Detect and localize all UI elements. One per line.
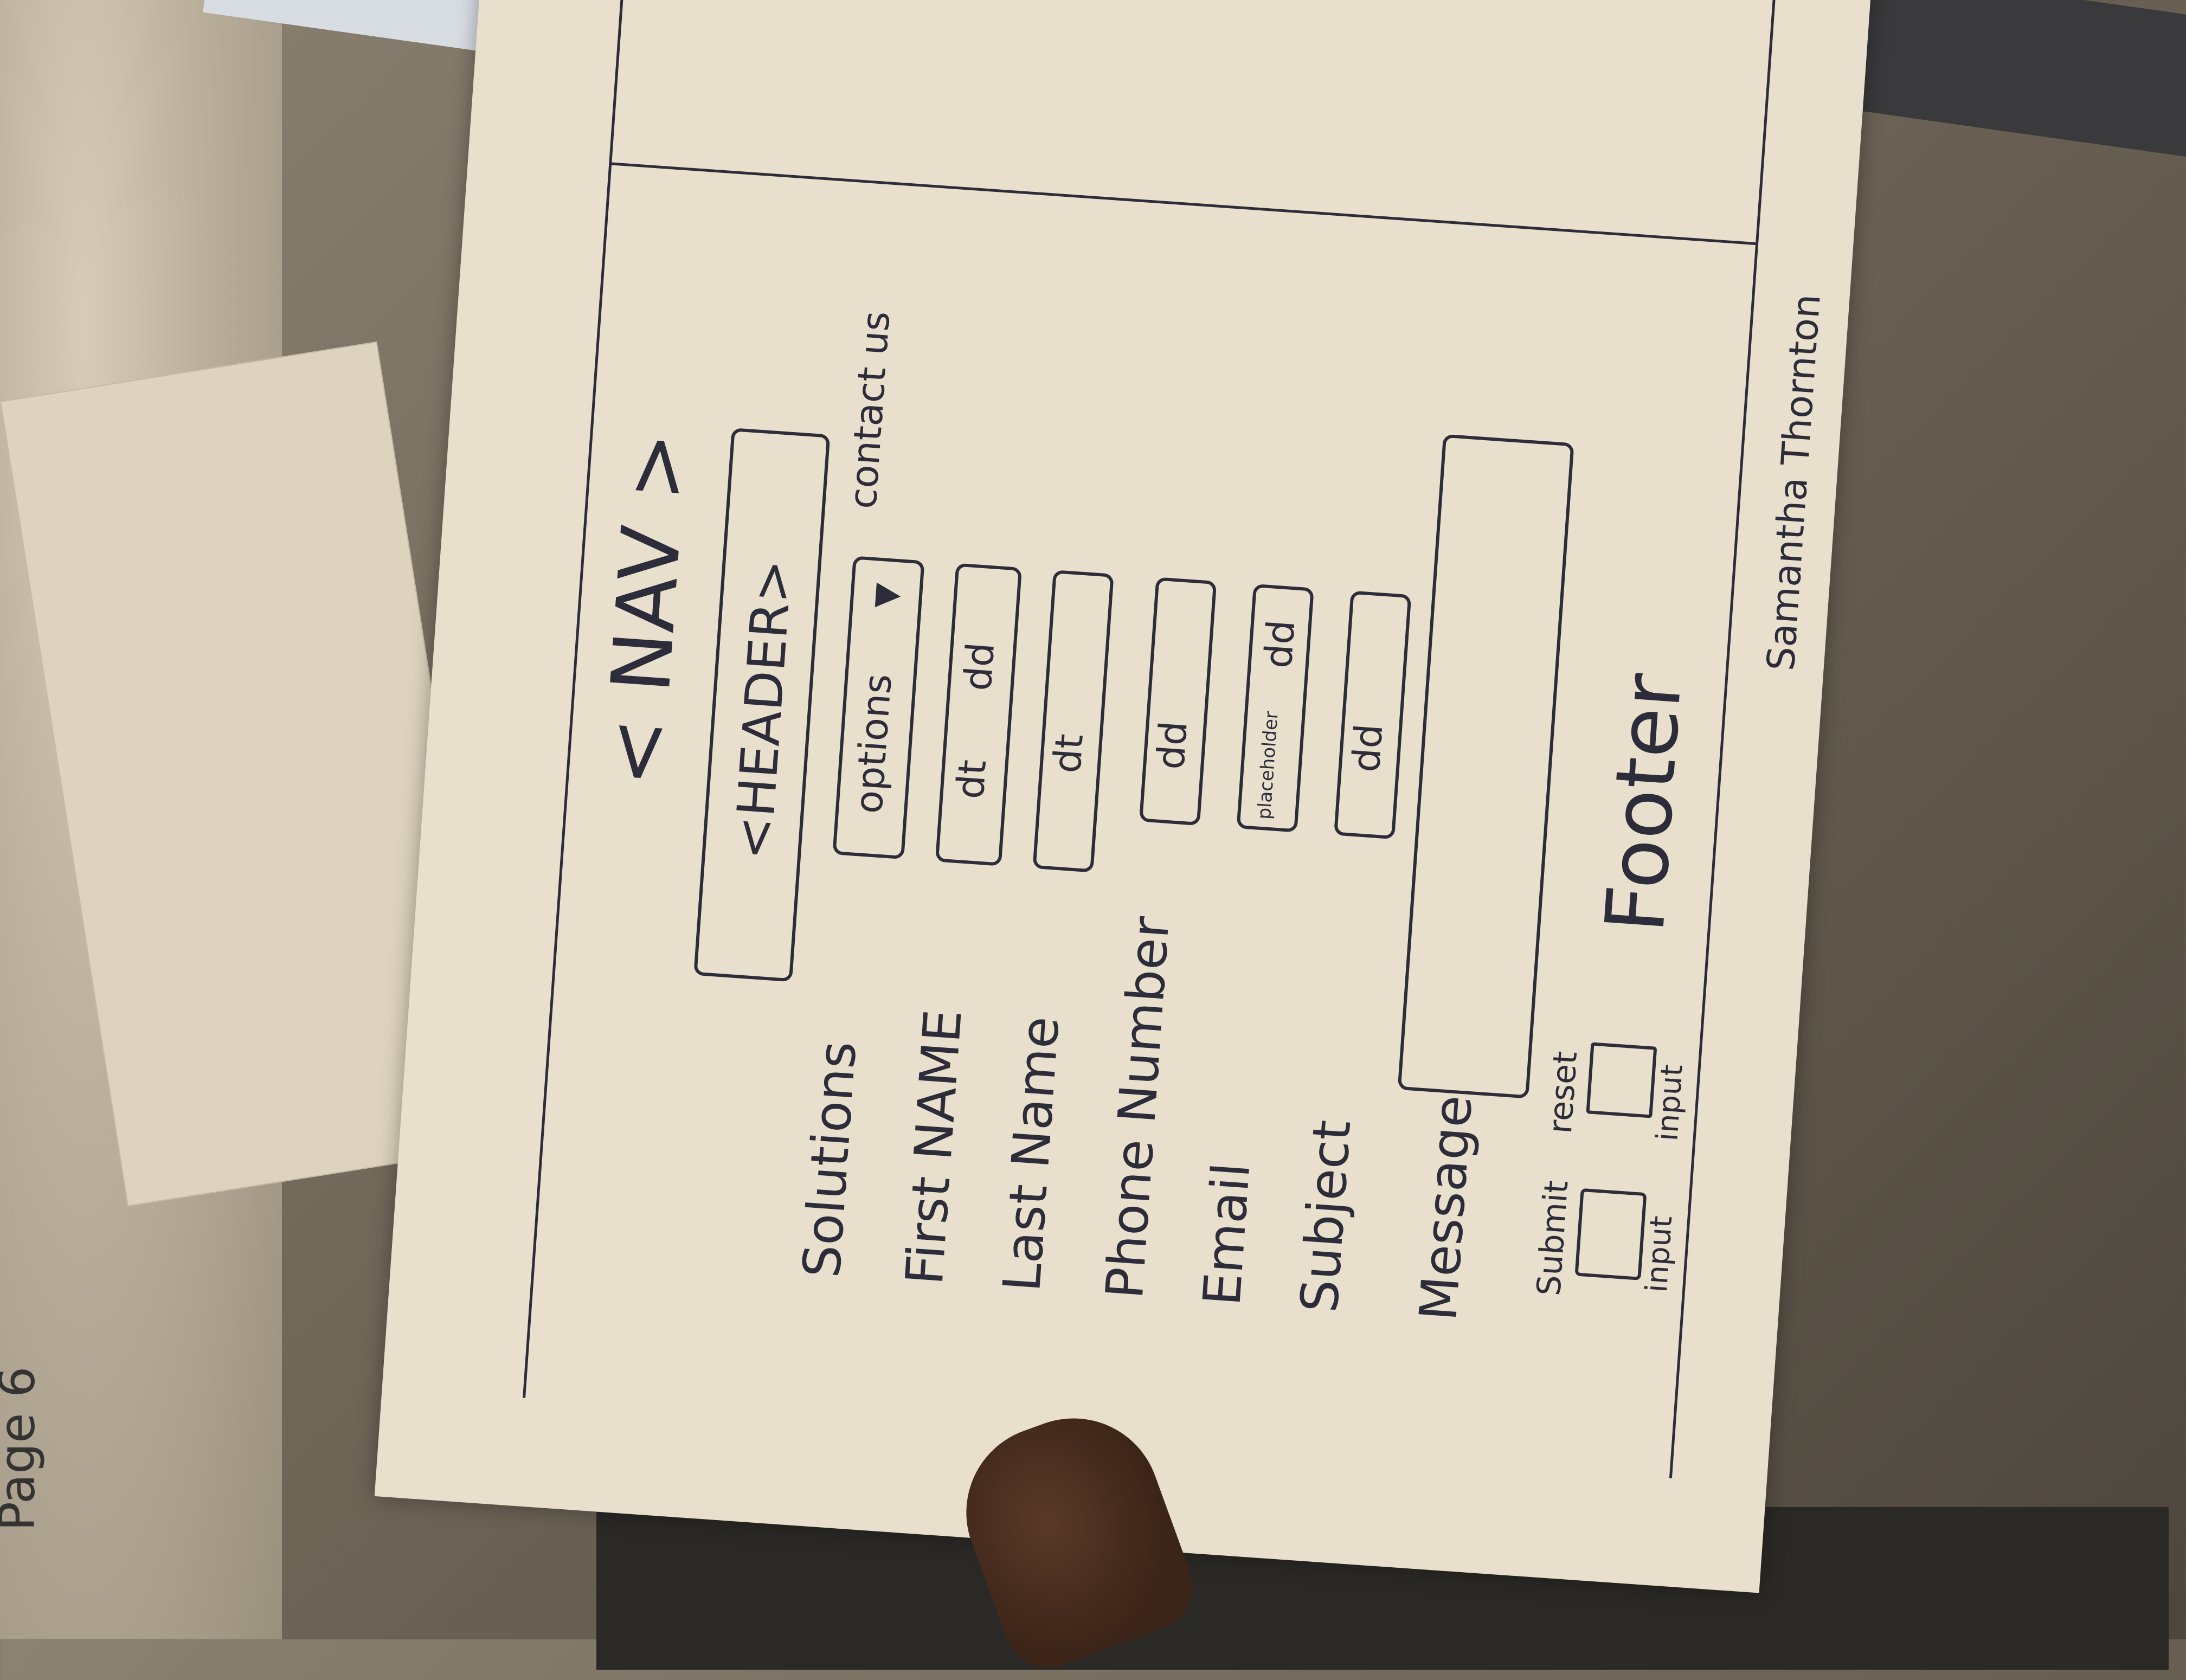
sketch-paper-area: < NAV > <HEADER> contact us Solutions op…	[271, 0, 2114, 1593]
message-label: Message	[1409, 1093, 1484, 1323]
phone-number-input-box	[1139, 577, 1217, 826]
reset-button-sketch	[1586, 1042, 1657, 1118]
footer-label: Footer	[1588, 671, 1701, 936]
email-label: Email	[1192, 1161, 1262, 1308]
first-name-dt-tag: dt	[948, 758, 995, 801]
page-label: Page 6	[0, 1367, 46, 1531]
phone-number-dd-tag: dd	[1148, 719, 1196, 771]
submit-label: Submit	[1529, 1179, 1576, 1297]
last-name-label: Last Name	[992, 1014, 1071, 1294]
footer-divider-line	[609, 162, 1756, 245]
phone-number-label: Phone Number	[1095, 915, 1181, 1301]
first-name-input-box	[935, 563, 1023, 866]
author-signature: Samantha Thornton	[1758, 292, 1829, 672]
dropdown-arrow-icon: ▼	[866, 582, 906, 610]
nav-label: < NAV >	[587, 429, 706, 790]
submit-button-sketch	[1574, 1188, 1647, 1280]
reset-label: reset	[1541, 1050, 1585, 1135]
last-name-dt-tag: dt	[1045, 732, 1092, 775]
email-dd-tag: dd	[1256, 618, 1304, 670]
wireframe-sketch-sheet: < NAV > <HEADER> contact us Solutions op…	[374, 0, 1884, 1593]
submit-input-tag: input	[1638, 1214, 1679, 1294]
last-name-input-box	[1032, 570, 1114, 873]
first-name-label: First NAME	[895, 1007, 974, 1287]
reset-input-tag: input	[1649, 1063, 1690, 1142]
first-name-dd-tag: dd	[955, 641, 1004, 692]
subject-label: Subject	[1289, 1118, 1363, 1315]
solutions-label: Solutions	[792, 1039, 869, 1280]
subject-dd-tag: dd	[1343, 722, 1392, 774]
subject-input-box	[1334, 590, 1412, 840]
contact-us-link: contact us	[840, 310, 899, 511]
message-textarea-box	[1397, 434, 1574, 1099]
